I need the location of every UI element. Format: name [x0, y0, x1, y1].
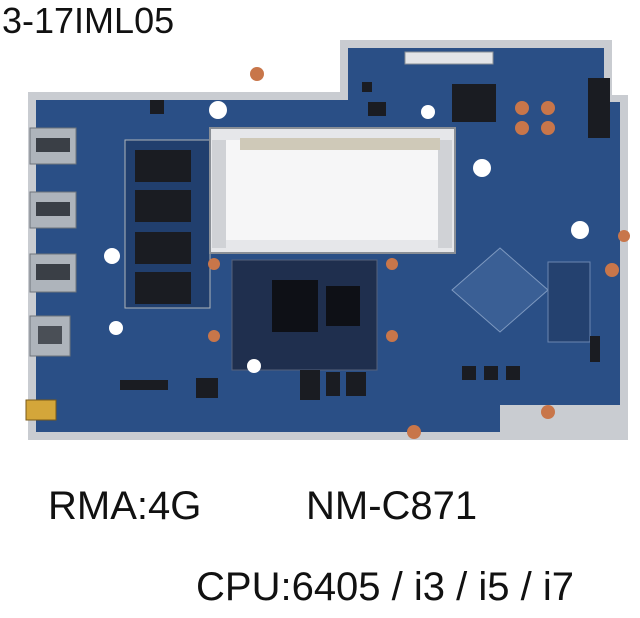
rma-label: RMA:4G [48, 484, 202, 528]
top-connector [404, 51, 494, 65]
power-jack [25, 399, 57, 421]
controller-chip [452, 84, 496, 122]
motherboard-photo [25, 40, 630, 440]
hdmi-port [29, 253, 77, 293]
copper-pads [208, 67, 630, 439]
board-notch [500, 405, 620, 440]
usb-c-port [29, 315, 71, 357]
usb-port-2 [29, 191, 77, 229]
ic-chip-right [547, 261, 591, 343]
cpu-package [231, 259, 378, 371]
flash-chip [588, 78, 610, 138]
model-title: 3-17IML05 [2, 0, 175, 41]
cpu-options-label: CPU:6405 / i3 / i5 / i7 [196, 565, 574, 609]
memory-chip-group [124, 139, 211, 309]
mounting-holes [104, 101, 589, 373]
small-components [120, 82, 600, 400]
board-id-label: NM-C871 [306, 484, 478, 528]
usb-port-1 [29, 127, 77, 165]
bga-footprint [451, 247, 549, 333]
sodimm-slot [209, 127, 456, 254]
